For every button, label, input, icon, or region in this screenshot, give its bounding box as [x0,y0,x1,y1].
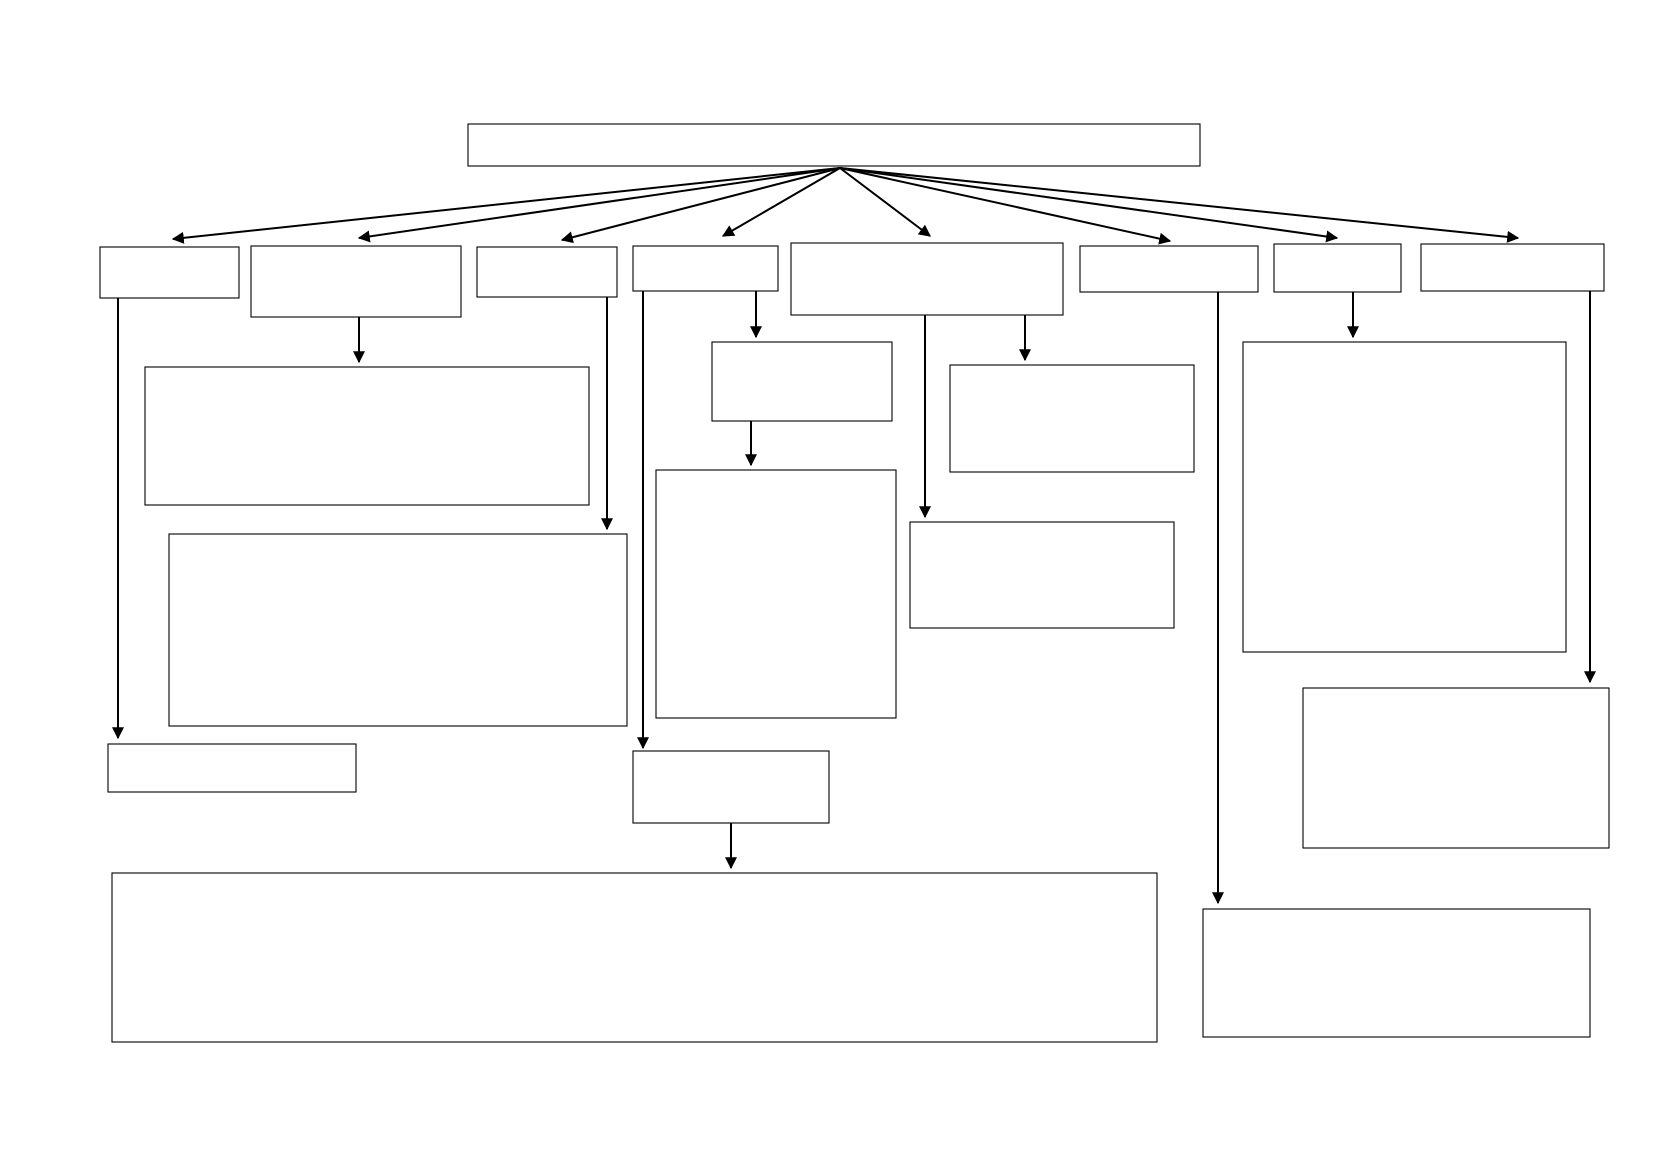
boxes [99,123,1610,1043]
box-c4-detail-outcome [111,872,1158,1043]
arrow-root-to-c3 [560,167,841,244]
box-c4-sub-detail-frame [655,469,897,719]
connectors [112,167,1596,905]
arrow-root-to-c1 [171,167,841,244]
box-root [467,123,1201,167]
box-c6-detail-frame [1202,908,1591,1038]
box-c4-sub-detail [655,469,897,719]
box-c4-sub [711,341,893,422]
arrow-root-to-c7 [839,167,1339,243]
box-c1-detail [107,743,357,793]
box-c4 [632,245,779,292]
box-c4-detail [632,750,830,824]
box-c5-detail [909,521,1175,629]
box-c6-detail [1202,908,1591,1038]
box-c5 [790,242,1064,316]
arrow-root-to-c8 [839,167,1520,243]
box-c4-detail-outcome-frame [111,872,1158,1043]
box-c1 [99,246,240,299]
box-c4-sub-frame [711,341,893,422]
box-c1-frame [99,246,240,299]
box-c1-detail-frame [107,743,357,793]
box-c4-detail-frame [632,750,830,824]
box-c8 [1420,243,1605,292]
box-c6-frame [1079,245,1259,293]
box-c4-frame [632,245,779,292]
box-c8-detail [1302,687,1610,849]
box-c2-detail-frame [144,366,590,506]
box-c5-detail-frame [909,521,1175,629]
arrow-root-to-c2 [357,167,841,243]
arrow-root-to-c4 [721,167,841,237]
box-c7-detail-frame [1242,341,1567,653]
box-c3-detail [168,533,628,727]
box-c7-detail [1242,341,1567,653]
box-c5-sub [949,364,1195,473]
box-c8-frame [1420,243,1605,292]
box-c2-frame [250,245,462,318]
box-c5-sub-frame [949,364,1195,473]
box-c3-detail-frame [168,533,628,727]
box-c3 [476,246,618,298]
box-c7-frame [1273,243,1402,293]
box-c7 [1273,243,1402,293]
box-c5-frame [790,242,1064,316]
box-root-frame [467,123,1201,167]
box-c6 [1079,245,1259,293]
box-c8-detail-frame [1302,687,1610,849]
box-c3-frame [476,246,618,298]
box-c2 [250,245,462,318]
arrow-root-to-c5 [839,167,931,237]
arrow-root-to-c6 [839,167,1172,245]
box-c2-detail [144,366,590,506]
